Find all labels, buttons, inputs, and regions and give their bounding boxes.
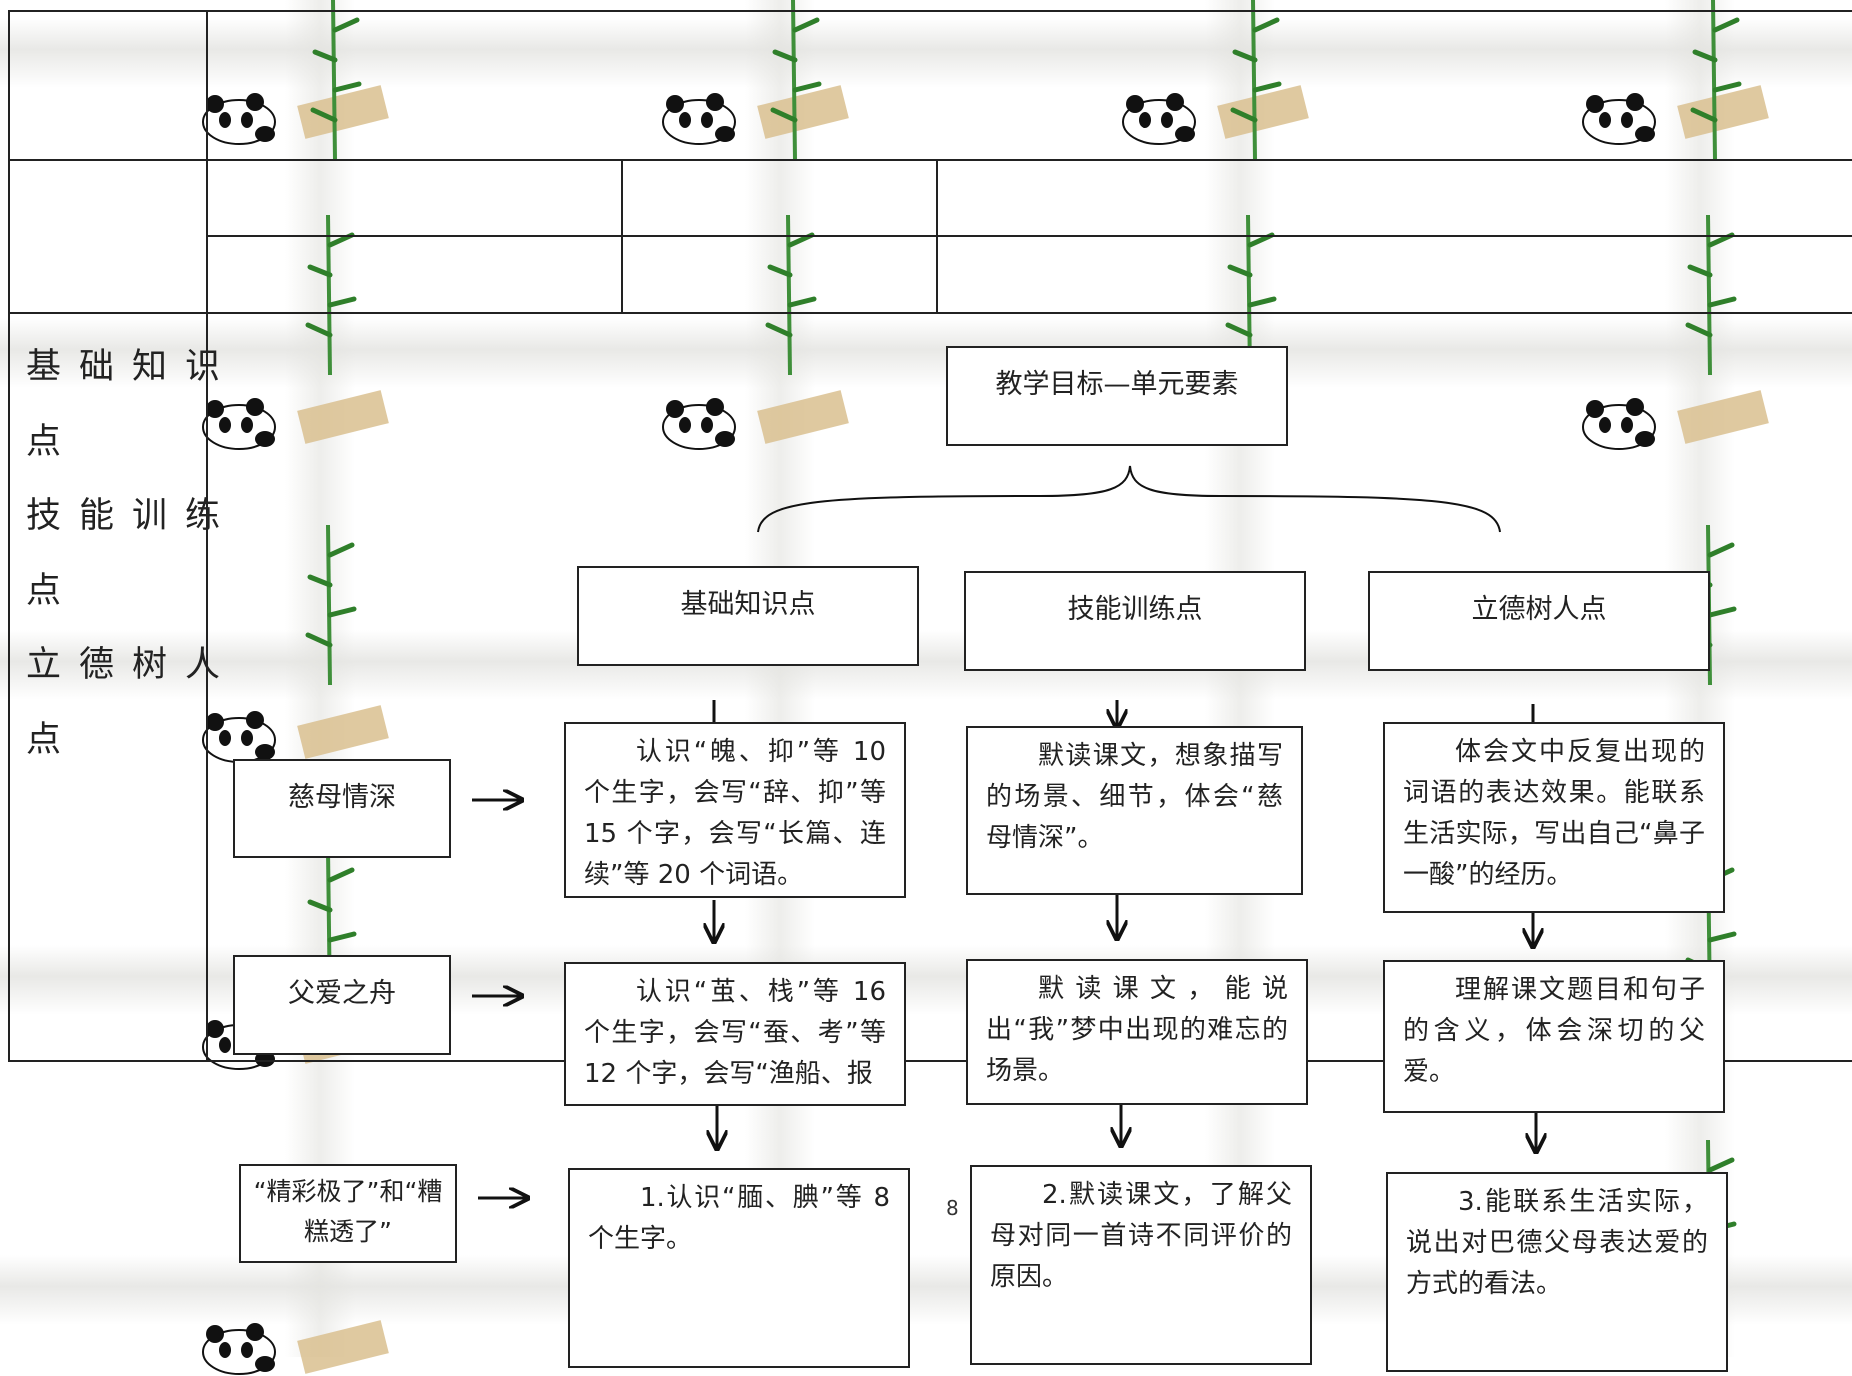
category-skill-box: 技能训练点 xyxy=(964,571,1306,671)
moral-text: 体会文中反复出现的词语的表达效果。能联系生活实际，写出自己“鼻子一酸”的经历。 xyxy=(1403,737,1705,890)
panda-sticker-icon xyxy=(202,711,276,763)
table-border xyxy=(206,235,1852,237)
side-label-knowledge-suffix: 点 xyxy=(26,422,80,462)
lesson-name: 父爱之舟 xyxy=(288,978,396,1009)
lesson-box: “精彩极了”和“糟糕透了” xyxy=(239,1164,457,1263)
background-column xyxy=(1665,0,1735,1357)
table-border xyxy=(8,159,1852,161)
background-column xyxy=(1205,0,1275,1357)
table-border xyxy=(8,10,10,1062)
skill-text: 默读课文，想象描写的场景、细节，体会“慈母情深”。 xyxy=(986,741,1283,853)
category-skill-label: 技能训练点 xyxy=(1067,594,1203,625)
side-label-knowledge: 基础知识 xyxy=(26,347,239,387)
bamboo-icon xyxy=(770,0,822,160)
table-border xyxy=(206,10,208,1062)
side-label-moral: 立德树人 xyxy=(26,645,239,685)
table-border xyxy=(936,159,938,314)
moral-box: 3.能联系生活实际，说出对巴德父母表达爱的方式的看法。 xyxy=(1386,1172,1728,1372)
table-border xyxy=(8,1060,1852,1062)
bamboo-icon xyxy=(305,525,357,685)
knowledge-text: 认识“魄、抑”等 10 个生字，会写“辞、抑”等 15 个字，会写“长篇、连续”… xyxy=(584,737,886,890)
panda-sticker-icon xyxy=(202,398,276,450)
table-border xyxy=(621,159,623,314)
goal-title: 教学目标—单元要素 xyxy=(995,369,1239,400)
knowledge-text: 认识“茧、栈”等 16 个生字，会写“蚕、考”等 12 个字，会写“渔船、报 xyxy=(584,977,886,1089)
lesson-box: 慈母情深 xyxy=(233,759,451,858)
category-moral-label: 立德树人点 xyxy=(1471,594,1607,625)
knowledge-box: 认识“茧、栈”等 16 个生字，会写“蚕、考”等 12 个字，会写“渔船、报 xyxy=(564,962,906,1106)
skill-text: 2.默读课文，了解父母对同一首诗不同评价的原因。 xyxy=(990,1180,1292,1292)
moral-box: 体会文中反复出现的词语的表达效果。能联系生活实际，写出自己“鼻子一酸”的经历。 xyxy=(1383,722,1725,913)
knowledge-text: 1.认识“腼、腆”等 8 个生字。 xyxy=(588,1183,890,1254)
table-border xyxy=(8,10,1852,12)
brace-icon xyxy=(757,465,1501,533)
skill-box: 默读课文，想象描写的场景、细节，体会“慈母情深”。 xyxy=(966,726,1303,895)
category-moral-box: 立德树人点 xyxy=(1368,571,1710,671)
side-label-skill-suffix: 点 xyxy=(26,571,80,611)
panda-sticker-icon xyxy=(1122,93,1196,145)
table-border xyxy=(8,312,1852,314)
panda-sticker-icon xyxy=(1582,398,1656,450)
background-column xyxy=(285,0,355,1357)
panda-sticker-icon xyxy=(202,93,276,145)
lesson-box: 父爱之舟 xyxy=(233,955,451,1055)
bamboo-icon xyxy=(1230,0,1282,160)
category-knowledge-box: 基础知识点 xyxy=(577,566,919,666)
category-knowledge-label: 基础知识点 xyxy=(680,589,816,620)
moral-text: 3.能联系生活实际，说出对巴德父母表达爱的方式的看法。 xyxy=(1406,1187,1708,1299)
skill-box: 默读课文，能说出“我”梦中出现的难忘的场景。 xyxy=(966,959,1308,1105)
moral-box: 理解课文题目和句子的含义，体会深切的父爱。 xyxy=(1383,960,1725,1113)
side-label-moral-suffix: 点 xyxy=(26,720,80,760)
bamboo-icon xyxy=(1690,0,1742,160)
bamboo-icon xyxy=(310,0,362,160)
page-number: 8 xyxy=(946,1196,959,1220)
panda-sticker-icon xyxy=(1582,93,1656,145)
side-label-skill: 技能训练 xyxy=(26,496,239,536)
bamboo-icon xyxy=(305,215,357,375)
panda-sticker-icon xyxy=(662,398,736,450)
knowledge-box: 认识“魄、抑”等 10 个生字，会写“辞、抑”等 15 个字，会写“长篇、连续”… xyxy=(564,722,906,898)
skill-text: 默读课文，能说出“我”梦中出现的难忘的场景。 xyxy=(986,974,1288,1086)
bamboo-icon xyxy=(765,215,817,375)
panda-sticker-icon xyxy=(662,93,736,145)
lesson-name: 慈母情深 xyxy=(288,782,396,813)
goal-box: 教学目标—单元要素 xyxy=(946,346,1288,446)
moral-text: 理解课文题目和句子的含义，体会深切的父爱。 xyxy=(1403,975,1705,1087)
skill-box: 2.默读课文，了解父母对同一首诗不同评价的原因。 xyxy=(970,1165,1312,1365)
lesson-name: “精彩极了”和“糟糕透了” xyxy=(253,1177,443,1246)
bamboo-icon xyxy=(1685,215,1737,375)
background-column xyxy=(745,0,815,1357)
knowledge-box: 1.认识“腼、腆”等 8 个生字。 xyxy=(568,1168,910,1368)
